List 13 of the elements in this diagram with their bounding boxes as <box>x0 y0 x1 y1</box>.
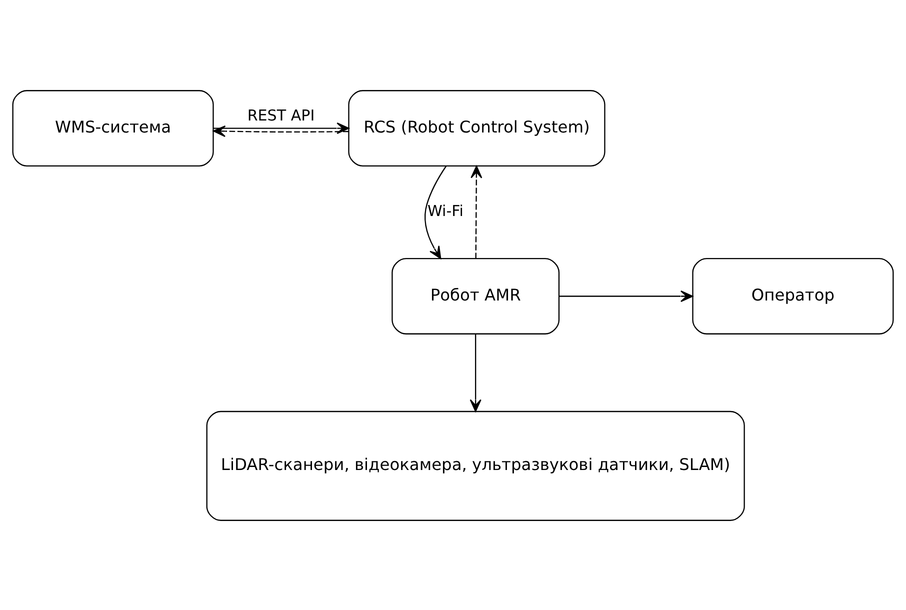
arrow <box>212 124 349 137</box>
arrow <box>559 290 694 302</box>
arrow <box>470 165 482 258</box>
arrow <box>213 122 350 134</box>
node-box: LiDAR-сканери, відеокамера, ультразвукові датчики, SLAM) <box>206 410 745 520</box>
edge-label: Wi-Fi <box>428 202 464 220</box>
node-box: WMS-система <box>12 90 214 166</box>
node-box: Робот AMR <box>392 258 560 334</box>
node-box: RCS (Robot Control System) <box>348 90 606 166</box>
edge-label: REST API <box>247 106 315 124</box>
arrow <box>424 165 447 259</box>
arrow <box>470 334 482 412</box>
node-box: Оператор <box>692 258 894 334</box>
